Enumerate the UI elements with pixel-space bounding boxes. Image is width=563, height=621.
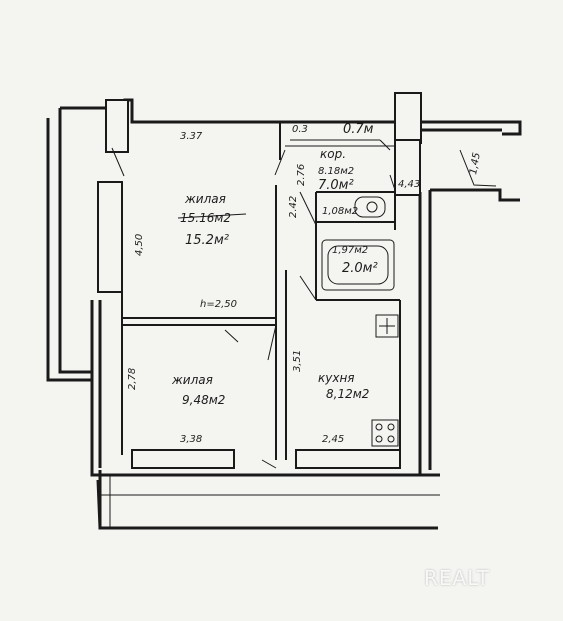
dim-right-top: 4,43 [398, 179, 420, 190]
room-living1-note: 15.2м² [185, 233, 229, 248]
bathtub-icon [321, 239, 395, 291]
room-corridor-area: 8.18м2 [318, 166, 354, 177]
dim-left-height: 4,50 [134, 234, 145, 256]
dim-ceiling-height: h=2,50 [200, 299, 237, 310]
toilet-icon [354, 196, 386, 218]
dim-top-mid-small: 0.3 [292, 124, 308, 135]
dim-bottom-left-width: 3,38 [180, 434, 202, 445]
room-corridor-note: 7.0м² [318, 178, 354, 193]
room-bath-area: 1,97м2 [332, 245, 368, 256]
room-kitchen-name: кухня [318, 371, 355, 385]
watermark-logo: REALT [424, 566, 490, 590]
dim-corridor-height: 2.76 [296, 164, 307, 186]
dim-bottom-left-height: 2,78 [127, 368, 138, 390]
room-kitchen-area: 8,12м2 [326, 387, 369, 401]
dimension-lines [59, 108, 440, 496]
room-living1-area: 15.16м2 [180, 211, 231, 225]
dim-far-right: 1,45 [468, 152, 483, 176]
dim-kitchen-height: 3,51 [292, 350, 303, 372]
fixtures [321, 196, 399, 447]
partitions [121, 122, 401, 460]
dim-top-left-width: 3.37 [180, 131, 203, 142]
room-corridor-name: кор. [320, 147, 346, 161]
sink-icon [375, 314, 399, 338]
dim-partition-height: 2.42 [288, 196, 299, 218]
room-living1-name: жилая [184, 192, 226, 206]
doors [111, 147, 497, 469]
room-bath-note: 2.0м² [342, 261, 378, 276]
room-wc-area: 1,08м2 [322, 206, 358, 217]
dim-bottom-right-width: 2,45 [322, 434, 344, 445]
room-living2-area: 9,48м2 [182, 393, 225, 407]
room-living2-name: жилая [171, 373, 213, 387]
dim-top-mid-note: 0.7м [343, 122, 374, 137]
stove-icon [371, 419, 399, 447]
pillars [97, 92, 422, 469]
